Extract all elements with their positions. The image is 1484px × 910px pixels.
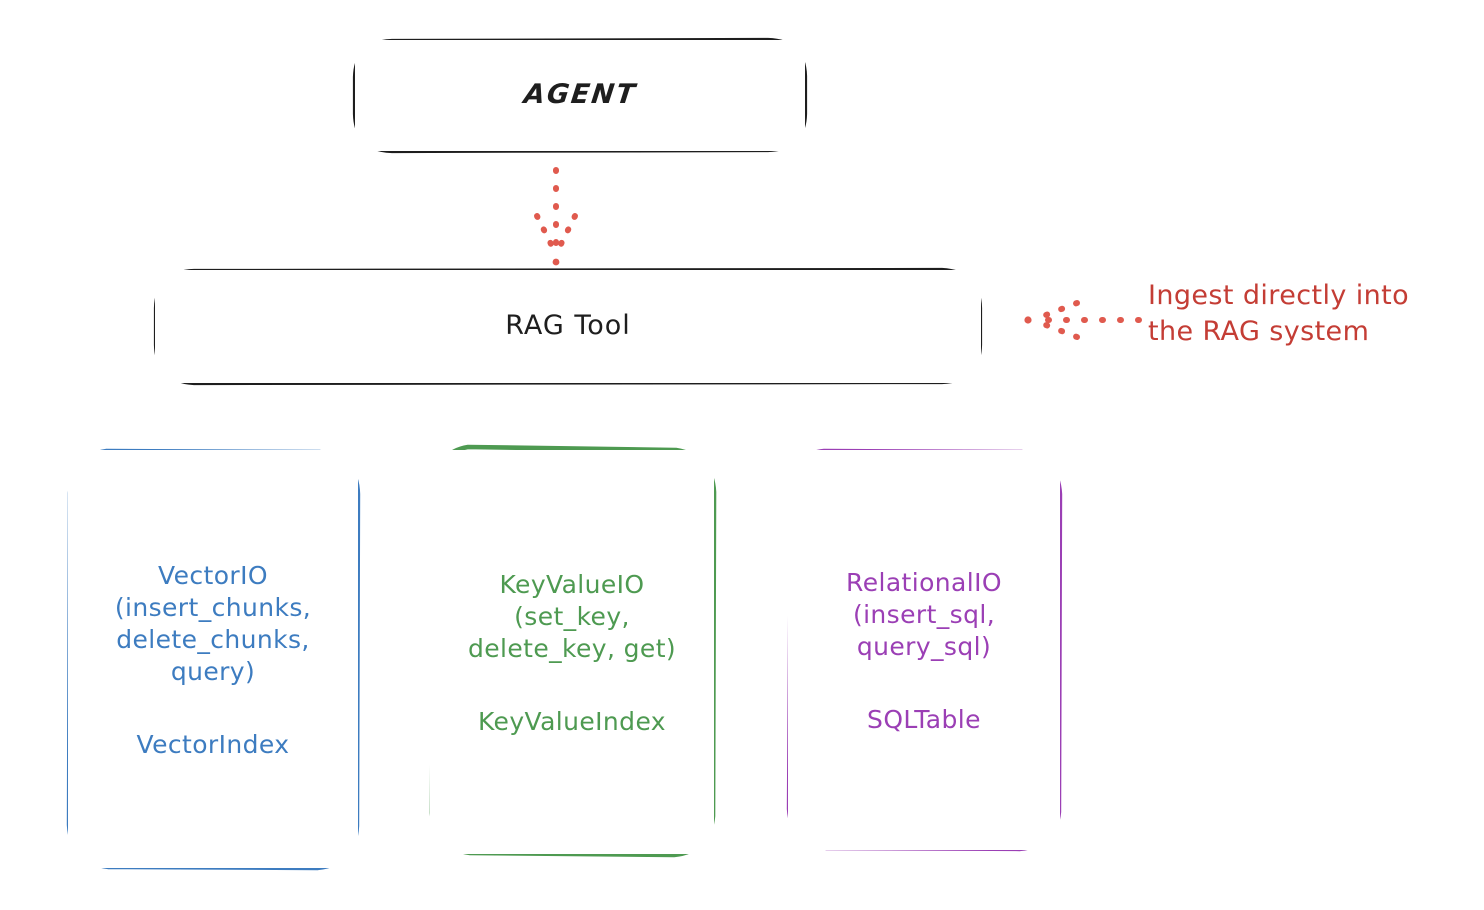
vector-io-label: VectorIO (insert_chunks, delete_chunks, …: [114, 560, 312, 686]
agent-label: AGENT: [521, 79, 639, 111]
relational-io-node[interactable]: RelationalIO (insert_sql, query_sql) SQL…: [788, 450, 1060, 850]
vector-index-label: VectorIndex: [136, 729, 290, 759]
ingest-annotation-text: Ingest directly into the RAG system: [1148, 280, 1410, 348]
key-value-index-label: KeyValueIndex: [477, 706, 666, 736]
ingest-annotation-arrow: [1024, 300, 1142, 340]
key-value-io-node[interactable]: KeyValueIO (set_key, delete_key, get) Ke…: [430, 450, 714, 854]
agent-to-rag-tool-arrow: [534, 167, 578, 266]
vector-io-node[interactable]: VectorIO (insert_chunks, delete_chunks, …: [68, 450, 358, 868]
key-value-io-label: KeyValueIO (set_key, delete_key, get): [467, 569, 677, 663]
agent-node[interactable]: AGENT: [355, 40, 805, 151]
relational-io-label: RelationalIO (insert_sql, query_sql): [846, 567, 1002, 661]
rag-tool-label: RAG Tool: [505, 310, 631, 342]
sql-table-label: SQLTable: [867, 704, 981, 734]
rag-tool-node[interactable]: RAG Tool: [155, 270, 981, 383]
